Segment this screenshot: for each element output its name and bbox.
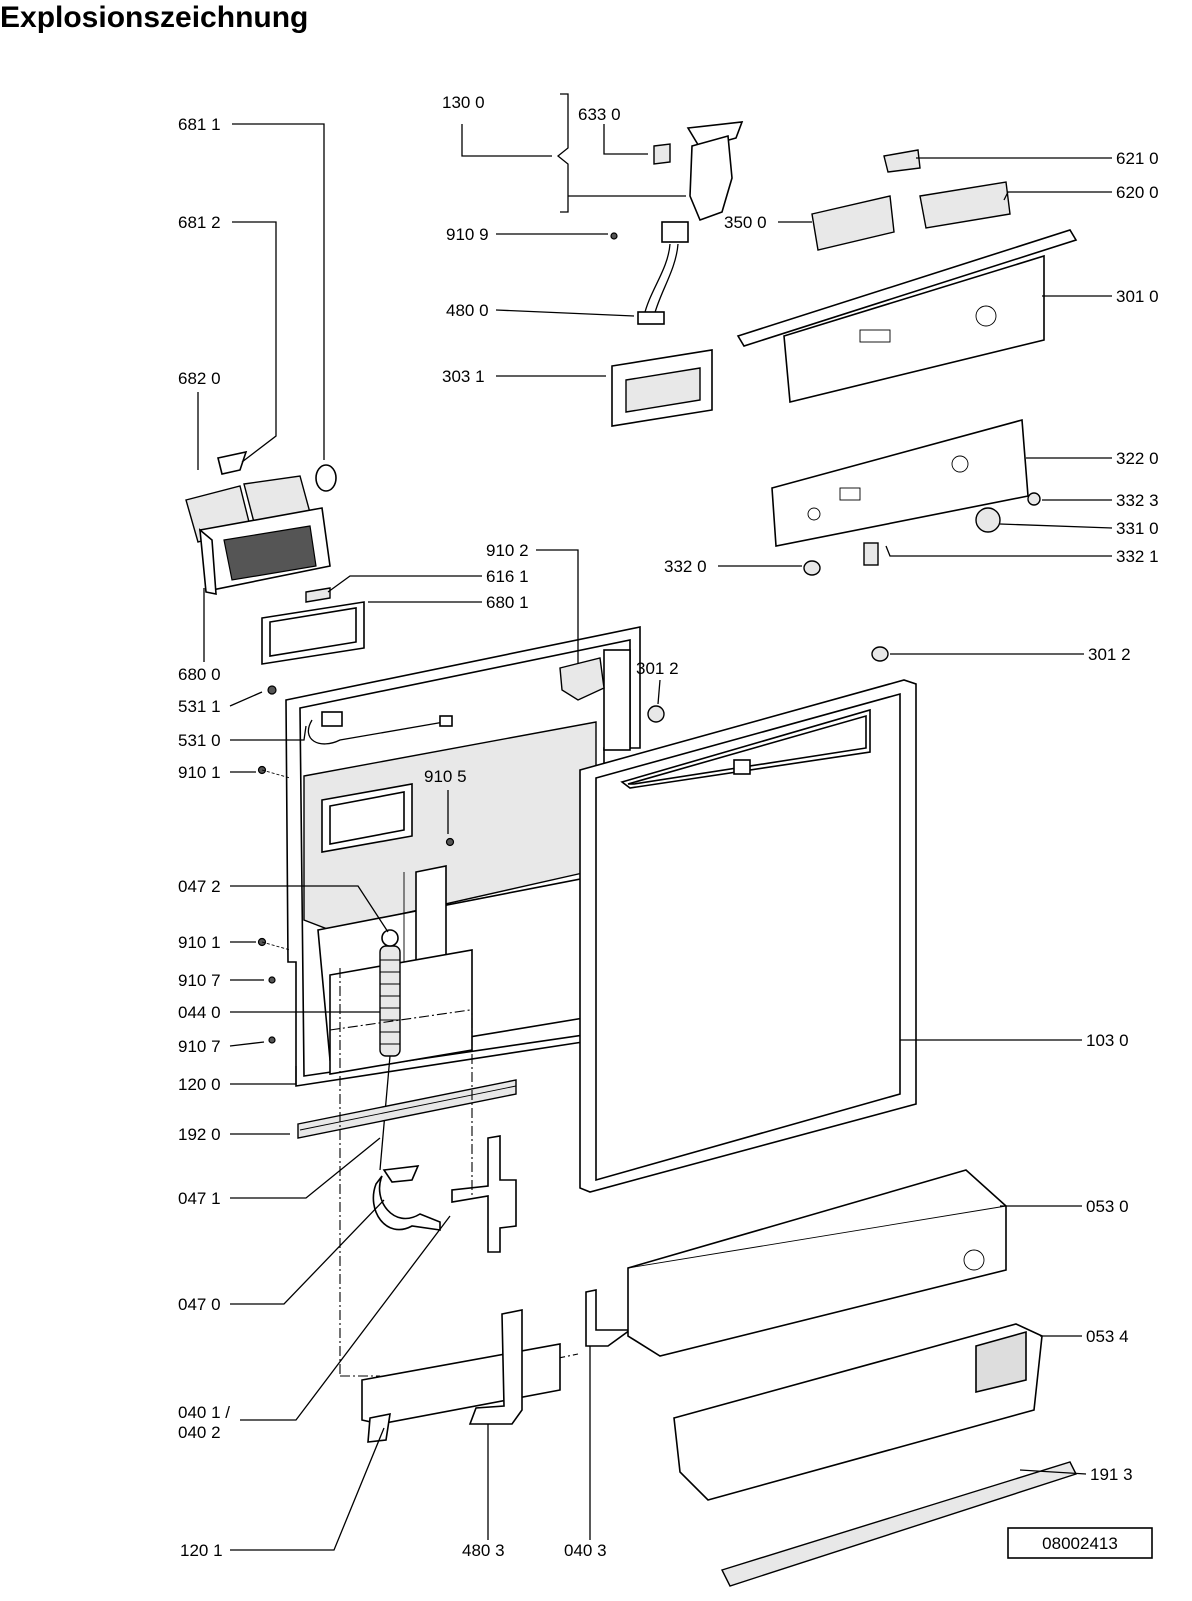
screw-icon <box>268 1036 276 1044</box>
door-spring <box>379 929 401 1171</box>
label-040-1: 040 1 / <box>178 1403 230 1422</box>
label-531-0: 531 0 <box>178 731 221 750</box>
bracket <box>451 1135 517 1253</box>
connector <box>321 711 343 727</box>
label-047-0: 047 0 <box>178 1295 221 1314</box>
bottom-plate <box>361 1343 561 1425</box>
connector <box>439 715 453 727</box>
label-047-1: 047 1 <box>178 1189 221 1208</box>
label-633-0: 633 0 <box>578 105 621 124</box>
sensor <box>883 149 921 173</box>
screw-icon <box>267 685 277 695</box>
label-301-2-b: 301 2 <box>1088 645 1131 664</box>
leader-lines <box>197 93 1113 1551</box>
button <box>647 705 665 723</box>
electronic-module <box>919 181 1011 229</box>
label-332-3: 332 3 <box>1116 491 1159 510</box>
document-number: 08002413 <box>1042 1534 1118 1553</box>
label-620-0: 620 0 <box>1116 183 1159 202</box>
label-331-0: 331 0 <box>1116 519 1159 538</box>
button <box>1027 492 1041 506</box>
screw-icon <box>268 976 276 984</box>
label-044-0: 044 0 <box>178 1003 221 1022</box>
bracket-040 <box>585 1289 633 1347</box>
label-681-2: 681 2 <box>178 213 221 232</box>
hinge-arm <box>372 1165 441 1231</box>
label-681-1: 681 1 <box>178 115 221 134</box>
fascia-panel <box>771 418 1029 547</box>
part-labels: 681 1 681 2 682 0 680 0 531 1 531 0 910 … <box>178 93 1159 1560</box>
inner-door-frame <box>285 626 641 1087</box>
door-latch <box>653 121 744 222</box>
hinge-bracket <box>559 657 605 701</box>
button <box>803 560 821 576</box>
bracket-480 <box>468 1309 523 1425</box>
outer-door-panel <box>579 679 917 1193</box>
label-130-0: 130 0 <box>442 93 485 112</box>
screw-icon <box>445 837 455 847</box>
label-322-0: 322 0 <box>1116 449 1159 468</box>
label-910-7-b: 910 7 <box>178 1037 221 1056</box>
label-332-0: 332 0 <box>664 557 707 576</box>
knob <box>975 507 1001 533</box>
label-301-0: 301 0 <box>1116 287 1159 306</box>
handle-recess <box>611 349 713 427</box>
control-panel <box>736 229 1078 403</box>
label-120-0: 120 0 <box>178 1075 221 1094</box>
control-module <box>811 195 895 251</box>
label-480-3: 480 3 <box>462 1541 505 1560</box>
rail <box>297 1079 517 1139</box>
label-192-0: 192 0 <box>178 1125 221 1144</box>
label-621-0: 621 0 <box>1116 149 1159 168</box>
label-332-1: 332 1 <box>1116 547 1159 566</box>
label-191-3: 191 3 <box>1090 1465 1133 1484</box>
clip-616 <box>305 587 331 603</box>
label-910-1-a: 910 1 <box>178 763 221 782</box>
label-047-2: 047 2 <box>178 877 221 896</box>
label-910-5: 910 5 <box>424 767 467 786</box>
cable-harness <box>637 221 689 325</box>
label-910-1-b: 910 1 <box>178 933 221 952</box>
label-053-0: 053 0 <box>1086 1197 1129 1216</box>
wire-harness <box>307 719 445 745</box>
label-350-0: 350 0 <box>724 213 767 232</box>
detergent-dispenser <box>185 450 337 595</box>
label-120-1: 120 1 <box>180 1541 223 1560</box>
label-680-0: 680 0 <box>178 665 221 684</box>
label-910-9: 910 9 <box>446 225 489 244</box>
page-title: Explosionszeichnung <box>0 1 309 34</box>
label-053-4: 053 4 <box>1086 1327 1129 1346</box>
switch <box>863 542 879 566</box>
screw-icon <box>610 232 618 240</box>
label-303-1: 303 1 <box>442 367 485 386</box>
label-103-0: 103 0 <box>1086 1031 1129 1050</box>
label-910-7-a: 910 7 <box>178 971 221 990</box>
clip <box>367 1412 391 1443</box>
document-number-box: 08002413 <box>1007 1527 1153 1559</box>
label-040-3: 040 3 <box>564 1541 607 1560</box>
label-480-0: 480 0 <box>446 301 489 320</box>
label-682-0: 682 0 <box>178 369 221 388</box>
label-040-2: 040 2 <box>178 1423 221 1442</box>
gasket <box>261 601 365 665</box>
button <box>871 646 889 662</box>
label-680-1: 680 1 <box>486 593 529 612</box>
kick-plate <box>627 1169 1007 1357</box>
kick-cover <box>673 1323 1043 1501</box>
label-531-1: 531 1 <box>178 697 221 716</box>
label-910-2: 910 2 <box>486 541 529 560</box>
label-616-1: 616 1 <box>486 567 529 586</box>
label-301-2-a: 301 2 <box>636 659 679 678</box>
